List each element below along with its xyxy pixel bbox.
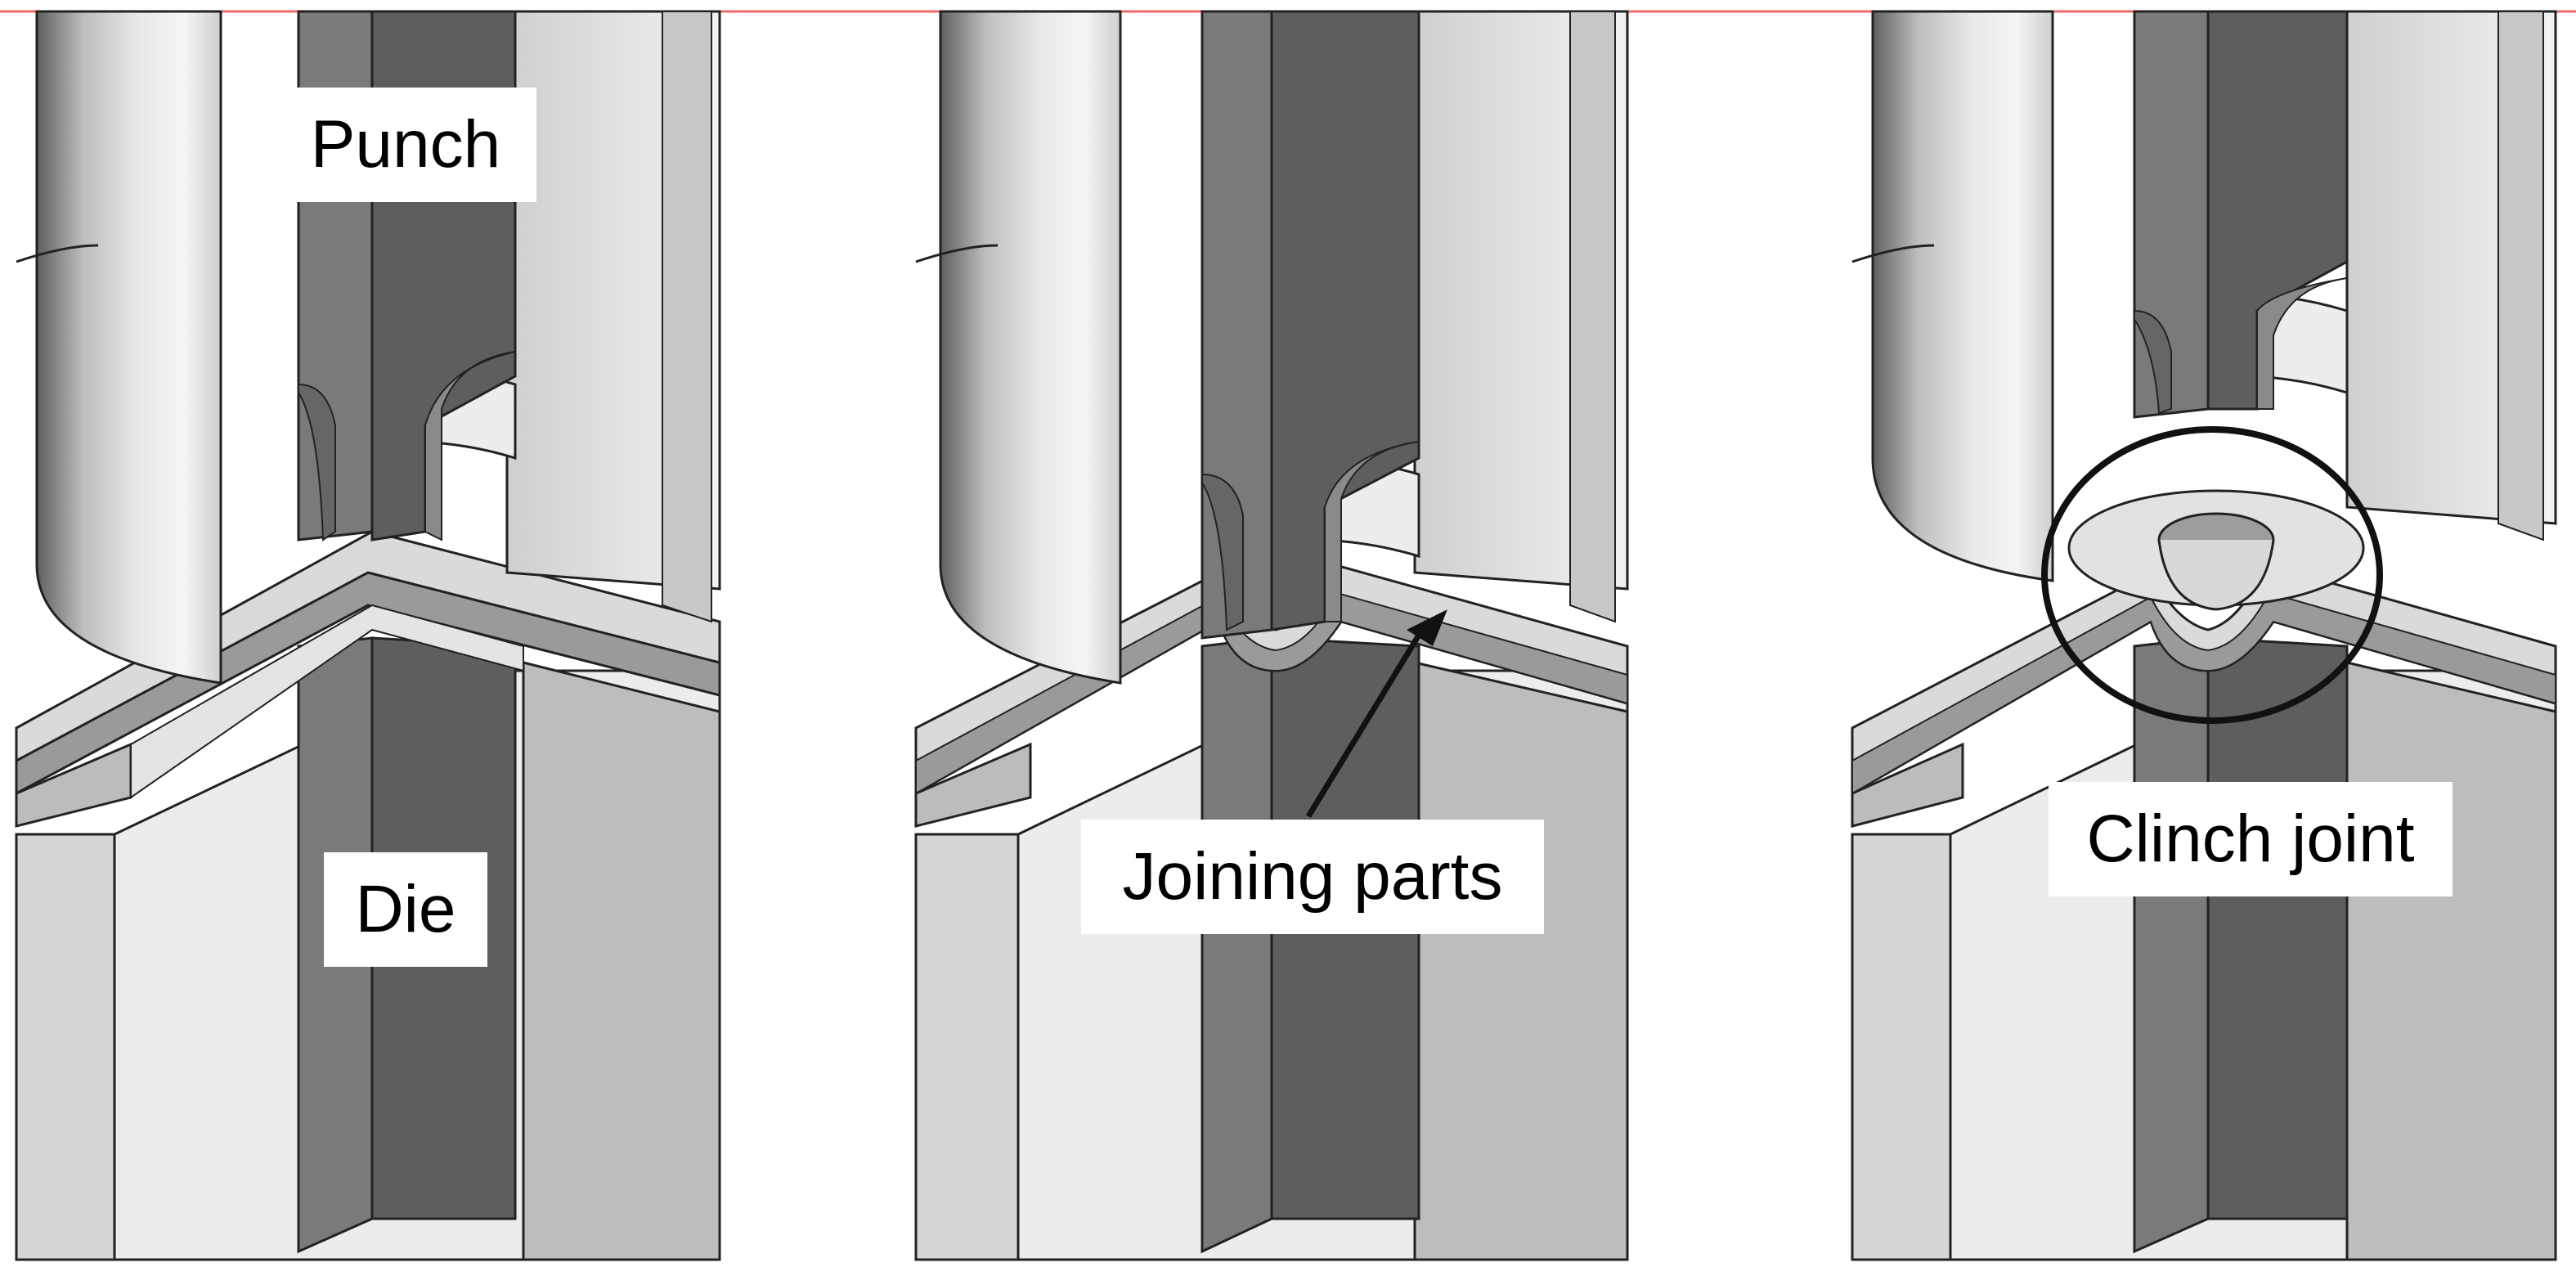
label-punch: Punch (275, 88, 536, 202)
joining-parts-arrow (1306, 609, 1447, 818)
label-joining-parts: Joining parts (1081, 820, 1544, 934)
clinch-highlight-circle (2041, 426, 2383, 724)
label-clinch-joint: Clinch joint (2049, 782, 2453, 896)
panel-clinch-joint (1851, 10, 2557, 1261)
label-die: Die (324, 852, 487, 967)
panel-punch-and-die (15, 10, 721, 1261)
panel-joining (914, 10, 1629, 1261)
